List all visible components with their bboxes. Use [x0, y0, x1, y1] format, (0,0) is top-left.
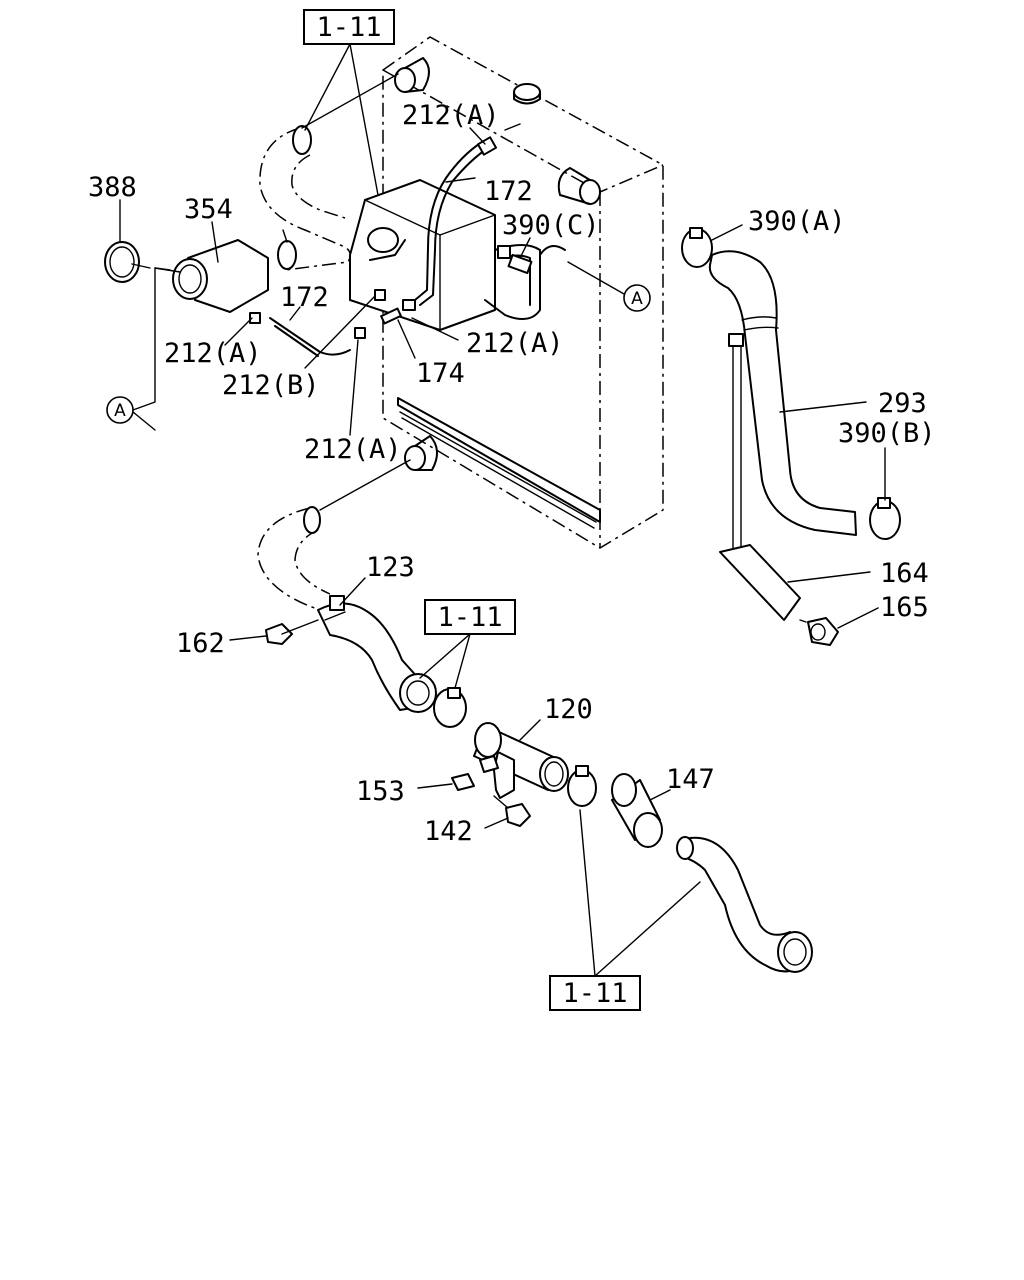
leader-ref-mid-2 — [454, 633, 471, 689]
callout-164: 164 — [880, 558, 929, 589]
callout-172-upper: 172 — [484, 176, 533, 207]
callout-165: 165 — [880, 592, 929, 623]
upper-hose-phantom — [259, 73, 399, 271]
callout-388: 388 — [88, 172, 137, 203]
callout-123: 123 — [366, 552, 415, 583]
callout-153: 153 — [356, 776, 405, 807]
callout-212b: 212(B) — [222, 370, 320, 401]
hose-lower-right — [676, 836, 813, 973]
connector-a-right: A — [567, 261, 651, 312]
callout-212a-mid: 212(A) — [466, 328, 564, 359]
hose-293 — [681, 227, 901, 540]
small-clamps — [249, 123, 533, 339]
ref-box-middle[interactable]: 1-11 — [424, 599, 516, 635]
callout-162: 162 — [176, 628, 225, 659]
callout-212a-left: 212(A) — [164, 338, 262, 369]
leader-ref-bot-2 — [594, 881, 701, 977]
bracket-164 — [719, 333, 839, 646]
callout-147: 147 — [666, 764, 715, 795]
leader-ref-top-2 — [349, 43, 379, 196]
ref-box-bottom-label: 1-11 — [562, 978, 627, 1009]
ref-box-top-label: 1-11 — [316, 12, 381, 43]
svg-text:A: A — [114, 401, 126, 421]
callout-390c: 390(C) — [502, 210, 600, 241]
reservoir-tank — [349, 179, 496, 331]
hose-123 — [265, 595, 437, 713]
radiator — [382, 36, 664, 549]
callout-142: 142 — [424, 816, 473, 847]
lower-hose-phantom — [257, 459, 411, 611]
callout-172-left: 172 — [280, 282, 329, 313]
ref-box-bottom[interactable]: 1-11 — [549, 975, 641, 1011]
svg-text:A: A — [631, 289, 643, 309]
ref-box-top[interactable]: 1-11 — [303, 9, 395, 45]
callout-293: 293 — [878, 388, 927, 419]
leader-ref-top-1 — [304, 43, 351, 131]
filler-neck-354 — [104, 239, 269, 313]
callout-390b: 390(B) — [838, 418, 936, 449]
callout-354: 354 — [184, 194, 233, 225]
callout-390a: 390(A) — [748, 206, 846, 237]
ref-box-middle-label: 1-11 — [437, 602, 502, 633]
pipe-120 — [433, 687, 569, 827]
callout-174: 174 — [416, 358, 465, 389]
sleeve-147 — [567, 765, 663, 848]
callout-212a-low: 212(A) — [304, 434, 402, 465]
leader-ref-mid-1 — [419, 633, 471, 679]
callout-120: 120 — [544, 694, 593, 725]
connector-a-left: A — [106, 267, 171, 431]
callout-leaders — [119, 127, 886, 829]
leader-ref-bot-1 — [579, 809, 596, 977]
callout-212a-top: 212(A) — [402, 100, 500, 131]
